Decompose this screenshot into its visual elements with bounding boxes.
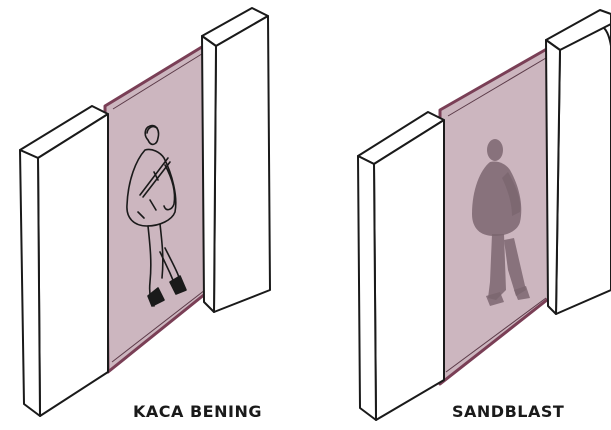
caption-sandblast: SANDBLAST	[452, 402, 564, 421]
clear-glass-illustration	[20, 8, 270, 416]
glass-panel	[105, 42, 210, 372]
caption-clear-glass: KACA BENING	[133, 402, 262, 421]
right-pillar	[202, 8, 270, 312]
left-pillar	[20, 106, 108, 416]
left-pillar	[358, 112, 444, 420]
sandblast-illustration	[358, 10, 611, 420]
right-pillar	[546, 10, 611, 314]
